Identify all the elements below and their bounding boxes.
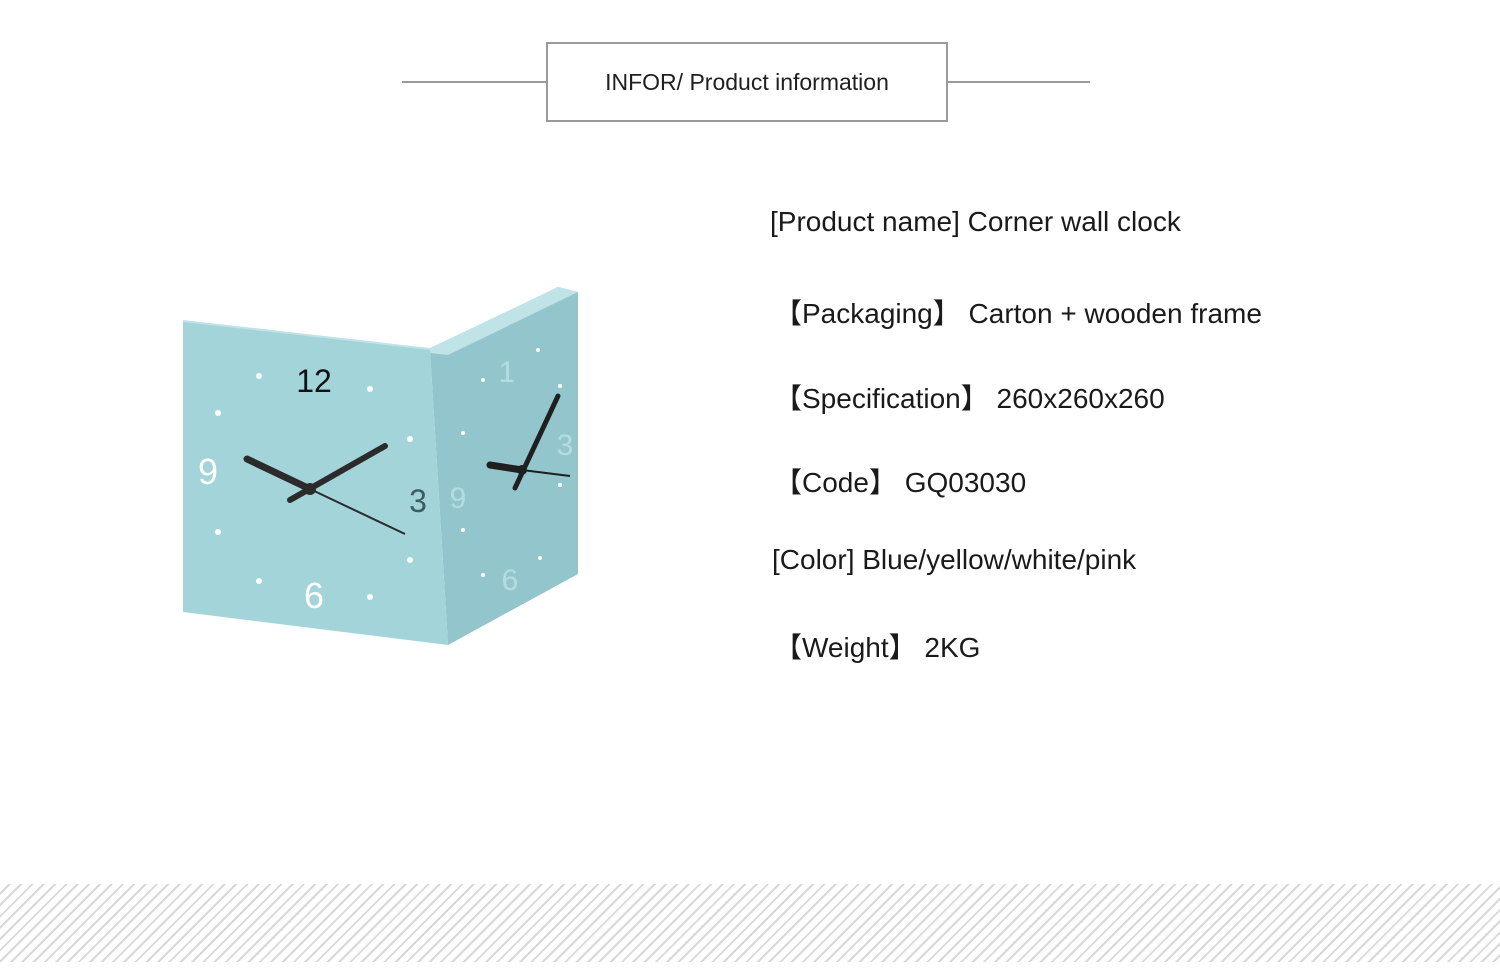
spec-packaging: 【Packaging】 Carton + wooden frame xyxy=(774,298,1262,329)
corner-clock-illustration: 12 3 6 9 1 3 6 9 xyxy=(183,287,578,645)
product-spec-list: [Product name] Corner wall clock 【Packag… xyxy=(770,0,1470,974)
header-rule-right xyxy=(946,81,1090,83)
numeral-right-3: 3 xyxy=(557,429,574,462)
spec-weight: 【Weight】 2KG xyxy=(774,632,981,663)
numeral-right-9: 9 xyxy=(450,482,467,515)
numeral-right-1: 1 xyxy=(499,356,516,389)
spec-product-name: [Product name] Corner wall clock xyxy=(770,206,1181,237)
numeral-right-6: 6 xyxy=(502,564,519,597)
hour-dots-right xyxy=(461,348,562,577)
section-title: INFOR/ Product information xyxy=(546,42,948,122)
numeral-6: 6 xyxy=(304,575,324,616)
clock-hands-right xyxy=(486,393,571,491)
section-title-text: INFOR/ Product information xyxy=(605,68,889,95)
numeral-12: 12 xyxy=(296,363,332,399)
clock-top-edge xyxy=(183,287,578,355)
header-rule-left xyxy=(402,81,547,83)
spec-color: [Color] Blue/yellow/white/pink xyxy=(772,544,1137,575)
product-image-corner-clock: 12 3 6 9 1 3 6 9 xyxy=(150,270,600,670)
clock-hands-left xyxy=(243,443,406,535)
footer-stripe-band xyxy=(0,884,1500,962)
hour-dots-left xyxy=(215,373,413,600)
spec-specification: 【Specification】 260x260x260 xyxy=(774,383,1165,414)
spec-code: 【Code】 GQ03030 xyxy=(774,467,1027,498)
numeral-3: 3 xyxy=(409,483,427,519)
numeral-9: 9 xyxy=(198,451,218,492)
